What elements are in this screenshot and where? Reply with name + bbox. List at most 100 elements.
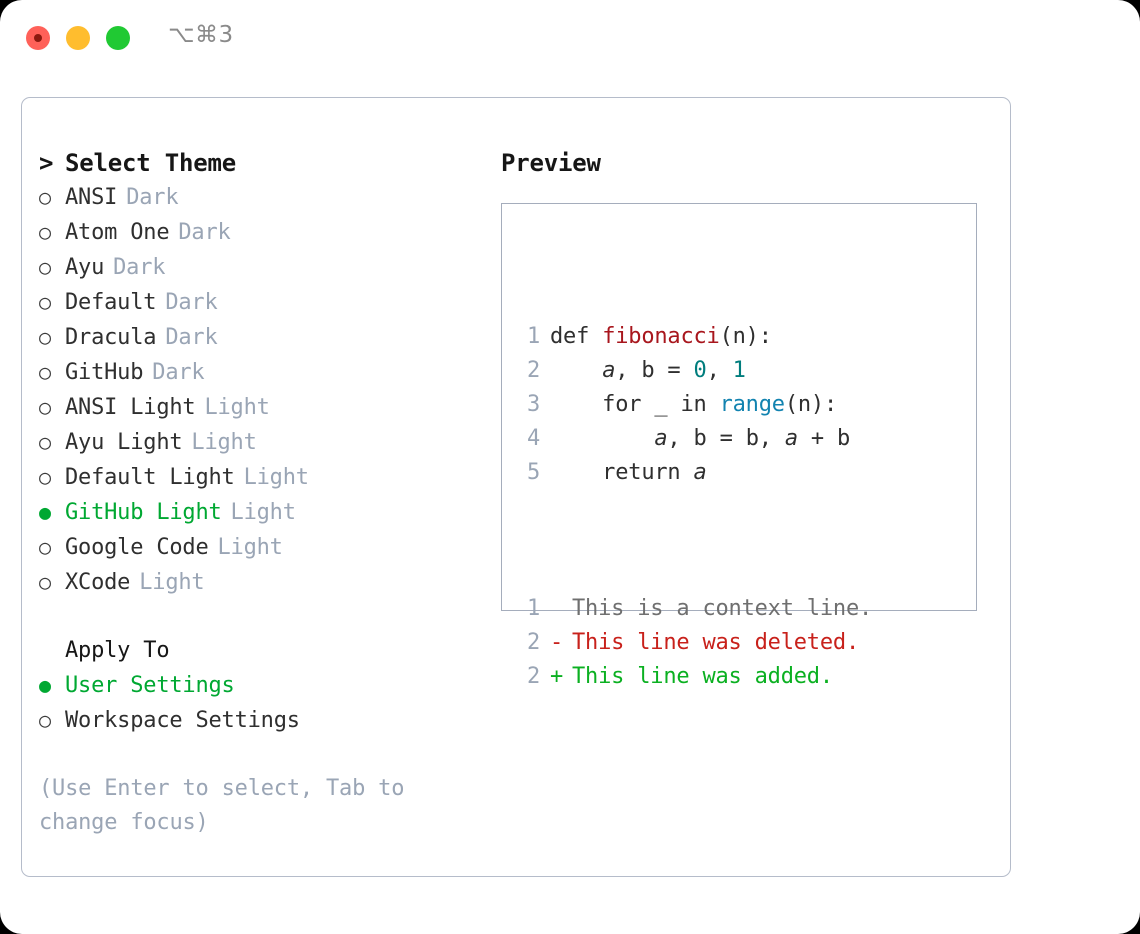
shortcut-label: ⌥⌘3: [168, 22, 234, 48]
theme-option-google-code[interactable]: ○ Google Code Light: [39, 530, 499, 565]
diff-marker: +: [550, 664, 564, 689]
theme-variant-badge: Light: [243, 465, 309, 490]
line-number: 4: [526, 426, 540, 451]
line-number: 2: [526, 358, 540, 383]
theme-option-label: XCode: [65, 570, 131, 595]
radio-empty-icon: ○: [39, 290, 51, 314]
radio-empty-icon: ○: [39, 465, 51, 489]
line-number: 1: [526, 596, 540, 621]
radio-selected-icon: ●: [39, 673, 51, 697]
theme-variant-badge: Dark: [152, 360, 205, 385]
traffic-lights: [26, 26, 130, 50]
radio-empty-icon: ○: [39, 185, 51, 209]
code-line: 5 return a: [512, 456, 872, 490]
list-spacer: [39, 600, 499, 634]
diff-marker: [550, 592, 572, 626]
theme-option-label: Google Code: [65, 535, 209, 560]
code-token: for _ in: [550, 392, 720, 417]
theme-option-xcode[interactable]: ○ XCode Light: [39, 565, 499, 600]
diff-line: 2 +This line was added.: [512, 660, 872, 694]
theme-option-label: Atom One: [65, 220, 170, 245]
apply-to-option-label: User Settings: [65, 673, 235, 698]
minimize-button[interactable]: [66, 26, 90, 50]
radio-empty-icon: ○: [39, 570, 51, 594]
line-number: 3: [526, 392, 540, 417]
code-token: return: [550, 460, 694, 485]
theme-variant-badge: Light: [204, 395, 270, 420]
code-token: a: [784, 426, 798, 451]
code-text: for _ in range(n):: [550, 388, 837, 422]
theme-variant-badge: Light: [230, 500, 296, 525]
diff-lines: 1 This is a context line.2-This line was…: [512, 592, 872, 694]
theme-variant-badge: Light: [191, 430, 257, 455]
radio-empty-icon: ○: [39, 255, 51, 279]
theme-option-default-light[interactable]: ○ Default Light Light: [39, 460, 499, 495]
code-line: 2 a, b = 0, 1: [512, 354, 872, 388]
code-text: def fibonacci(n):: [550, 320, 772, 354]
theme-option-label: ANSI Light: [65, 395, 196, 420]
theme-list-header-label: Select Theme: [65, 149, 236, 177]
diff-content: This is a context line.: [572, 596, 873, 621]
preview-title: Preview: [501, 149, 601, 177]
code-token: b: [641, 358, 655, 383]
code-line: 3 for _ in range(n):: [512, 388, 872, 422]
theme-variant-badge: Dark: [165, 290, 218, 315]
zoom-button[interactable]: [106, 26, 130, 50]
theme-variant-badge: Light: [139, 570, 205, 595]
theme-option-label: Ayu Light: [65, 430, 183, 455]
radio-selected-icon: ●: [39, 500, 51, 524]
line-number: 5: [526, 460, 540, 485]
theme-option-label: Default Light: [65, 465, 235, 490]
code-token: =: [654, 358, 694, 383]
line-number: 2: [526, 630, 540, 655]
code-token: (n):: [784, 392, 838, 417]
theme-option-atom-one[interactable]: ○ Atom One Dark: [39, 215, 499, 250]
theme-option-label: Ayu: [65, 255, 105, 280]
theme-option-dracula[interactable]: ○ Dracula Dark: [39, 320, 499, 355]
radio-empty-icon: ○: [39, 360, 51, 384]
theme-option-label: Dracula: [65, 325, 157, 350]
theme-list-header: > Select Theme: [39, 146, 499, 180]
theme-variant-badge: Light: [217, 535, 283, 560]
code-token: def: [550, 324, 603, 349]
apply-to-option-label: Workspace Settings: [65, 708, 300, 733]
code-token: a: [602, 358, 616, 383]
line-number: 2: [526, 664, 540, 689]
radio-empty-icon: ○: [39, 395, 51, 419]
code-token: 1: [732, 358, 746, 383]
code-token: , b = b,: [667, 426, 785, 451]
code-token: a: [654, 426, 668, 451]
apply-to-option-user-settings[interactable]: ● User Settings: [39, 668, 499, 703]
code-token: + b: [797, 426, 851, 451]
theme-variant-badge: Dark: [165, 325, 218, 350]
apply-to-option-workspace-settings[interactable]: ○Workspace Settings: [39, 703, 499, 738]
prompt-caret-icon: >: [39, 149, 54, 177]
code-token: [550, 426, 654, 451]
diff-text: +This line was added.: [550, 660, 833, 694]
radio-empty-icon: ○: [39, 325, 51, 349]
code-token: range: [719, 392, 785, 417]
keyboard-hint: (Use Enter to select, Tab to change focu…: [39, 776, 405, 835]
radio-empty-icon: ○: [39, 535, 51, 559]
close-button[interactable]: [26, 26, 50, 50]
diff-marker: -: [550, 630, 564, 655]
theme-option-ansi-light[interactable]: ○ ANSI Light Light: [39, 390, 499, 425]
theme-variant-badge: Dark: [178, 220, 231, 245]
code-text: a, b = b, a + b: [550, 422, 850, 456]
code-token: ,: [615, 358, 642, 383]
code-token: [550, 358, 602, 383]
radio-empty-icon: ○: [39, 220, 51, 244]
